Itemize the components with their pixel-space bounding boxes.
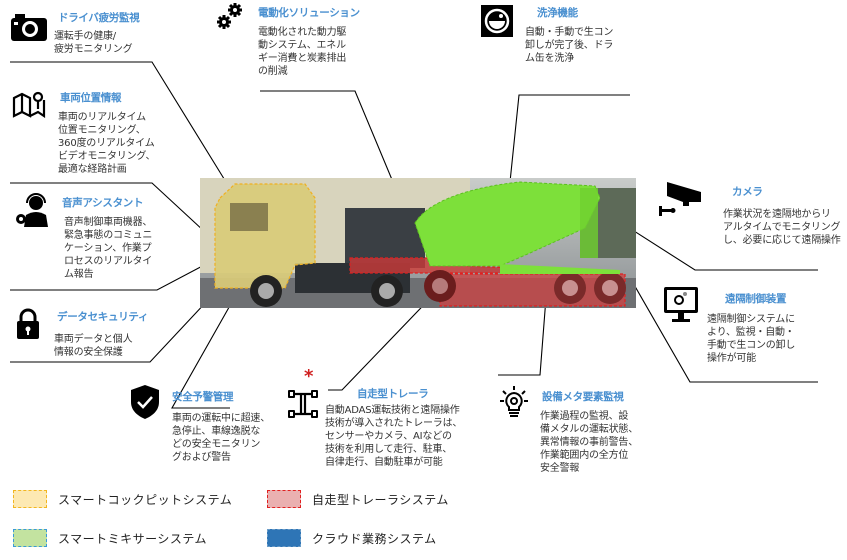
drum-wash-icon bbox=[481, 5, 513, 37]
mixer-truck-image bbox=[200, 178, 636, 308]
legend-swatch-mixer bbox=[13, 529, 47, 547]
driver-fatigue-title: ドライバ疲労監視 bbox=[58, 12, 140, 24]
autonomous-trailer-title: 自走型トレーラ bbox=[357, 388, 429, 400]
camera-desc: 作業状況を遠隔地からリ アルタイムでモニタリング し、必要に応じて遠隔操作 bbox=[723, 209, 841, 246]
axle-chassis-icon bbox=[287, 389, 319, 419]
electrification-desc: 電動化された動力駆 動システム、エネル ギー消費と炭素排出 の削減 bbox=[258, 27, 347, 77]
camera-icon bbox=[10, 12, 48, 42]
legend-swatch-trailer bbox=[267, 490, 301, 508]
washing-title: 洗浄機能 bbox=[537, 7, 578, 19]
safety-warning-desc: 車両の運転中に超速、 急停止、車線逸脱な どの安全モニタリン グおよび警告 bbox=[172, 413, 270, 463]
vehicle-location-title: 車両位置情報 bbox=[60, 92, 122, 104]
trailer-marker: * bbox=[304, 366, 314, 387]
autonomous-trailer-desc: 自動ADAS運転技術と遠隔操作 技術が導入されたトレーラは、 センサーやカメラ、… bbox=[325, 405, 463, 468]
voice-assistant-title: 音声アシスタント bbox=[62, 197, 144, 209]
gears-icon bbox=[216, 2, 244, 30]
equipment-monitor-title: 設備メタ要素監視 bbox=[542, 391, 624, 403]
lock-icon bbox=[16, 308, 40, 340]
line-washing bbox=[509, 94, 630, 183]
legend-label-trailer: 自走型トレーラシステム bbox=[312, 493, 449, 507]
lightbulb-gear-icon bbox=[499, 385, 529, 419]
camera-title: カメラ bbox=[732, 186, 763, 198]
washing-desc: 自動・手動で生コン 卸しが完了後、ドラ ム缶を洗浄 bbox=[525, 27, 614, 64]
data-security-desc: 車両データと個人 情報の安全保護 bbox=[54, 334, 133, 358]
vehicle-location-desc: 車両のリアルタイム 位置モニタリング、 360度のリアルタイム ビデオモニタリン… bbox=[58, 112, 156, 175]
legend-label-mixer: スマートミキサーシステム bbox=[58, 532, 208, 546]
driver-fatigue-desc: 運転手の健康/ 疲労モニタリング bbox=[54, 31, 133, 55]
monitor-gear-icon bbox=[663, 286, 699, 324]
headset-operator-icon bbox=[14, 193, 52, 227]
equipment-monitor-desc: 作業過程の監視、設 備メタルの運転状態、 異常情報の事前警告、 作業範囲内の全方… bbox=[540, 411, 638, 474]
map-pin-icon bbox=[12, 90, 46, 119]
data-security-title: データセキュリティ bbox=[57, 311, 149, 323]
legend-swatch-cockpit bbox=[13, 490, 47, 508]
cctv-camera-icon bbox=[657, 180, 703, 218]
voice-assistant-desc: 音声制御車両機器、 緊急事態のコミュニ ケーション、作業プ ロセスのリアルタイ … bbox=[64, 217, 153, 280]
remote-control-desc: 遠隔制御システムに より、監視・自動・ 手動で生コンの卸し 操作が可能 bbox=[707, 314, 796, 364]
legend-label-cloud: クラウド業務システム bbox=[312, 532, 437, 546]
legend-label-cockpit: スマートコックピットシステム bbox=[58, 493, 233, 507]
electrification-title: 電動化ソリューション bbox=[258, 7, 360, 19]
shield-check-icon bbox=[130, 384, 160, 420]
remote-control-title: 遠隔制御装置 bbox=[725, 293, 787, 305]
legend-swatch-cloud bbox=[267, 529, 301, 547]
safety-warning-title: 安全予警管理 bbox=[172, 391, 234, 403]
